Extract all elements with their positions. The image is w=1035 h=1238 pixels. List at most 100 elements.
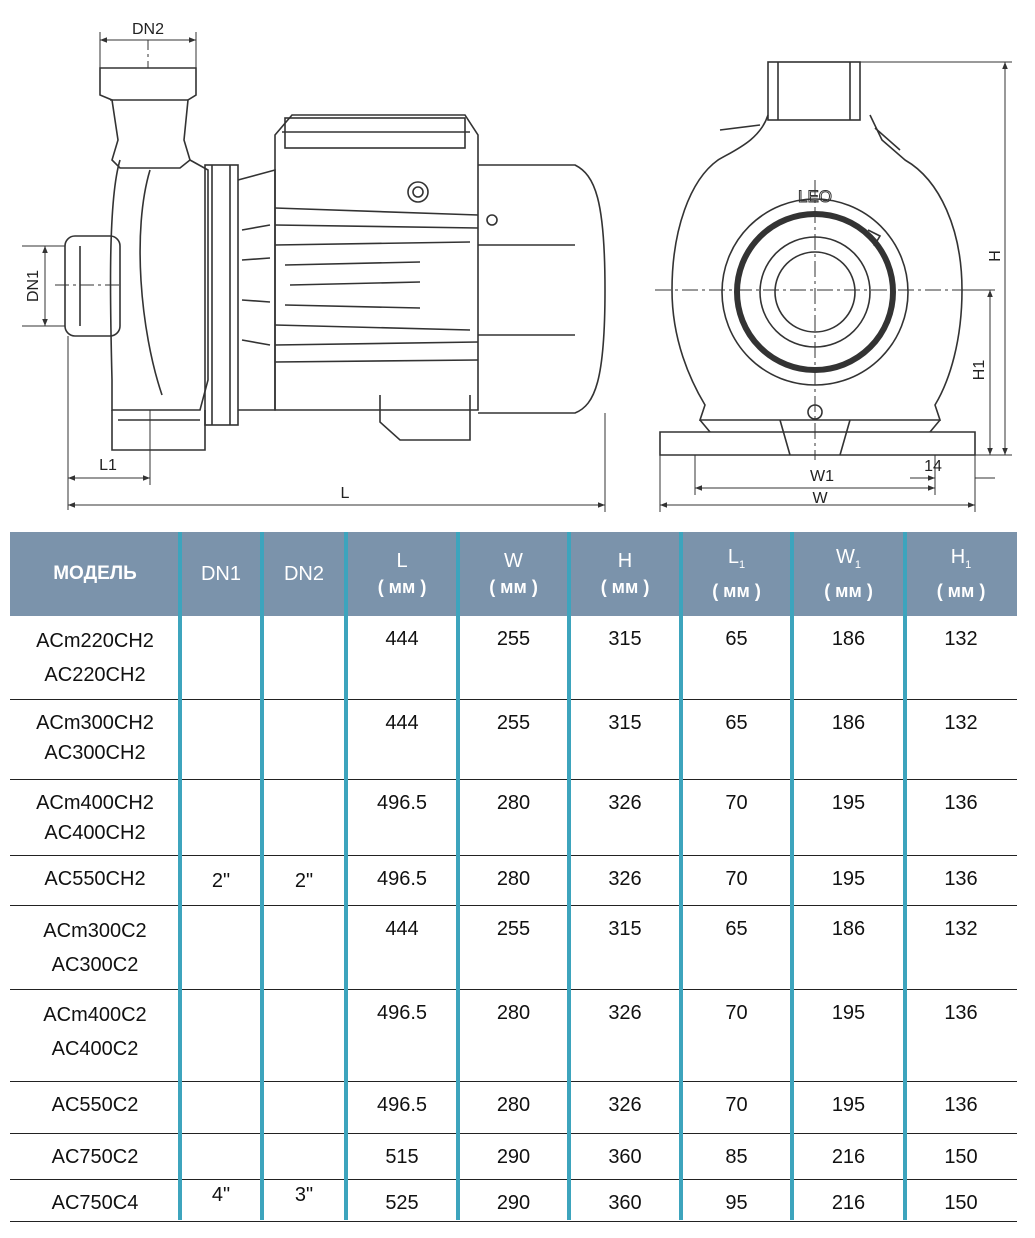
value-cell-l: 525 [385, 1192, 419, 1214]
dn1-merged-cell: 2" [211, 870, 231, 892]
value-cell-l1: 70 [725, 792, 748, 814]
header-w1: W1( мм ) [792, 532, 905, 616]
value-cell-w1: 195 [831, 1002, 866, 1024]
value-cell-w1: 195 [831, 1094, 866, 1116]
value-cell-w1: 216 [831, 1192, 866, 1214]
value-cell-l: 496.5 [376, 1002, 428, 1024]
w1-label: W1 [810, 468, 834, 485]
value-cell-h1: 132 [944, 918, 978, 940]
value-cell-h: 315 [608, 628, 642, 650]
l-label: L [341, 485, 350, 502]
pump-side-view [55, 40, 606, 451]
header-dn1: DN1 [180, 532, 262, 616]
dimensions-table: МОДЕЛЬ DN1 DN2 L( мм ) W( мм ) H( мм ) L… [10, 532, 1017, 1222]
header-w: W( мм ) [458, 532, 569, 616]
row-separator [10, 989, 1017, 990]
w14-label: 14 [924, 458, 942, 475]
value-cell-h1: 136 [944, 868, 978, 890]
model-name: AC400C2 [51, 1038, 139, 1060]
dn2-label: DN2 [132, 21, 164, 38]
row-separator [10, 779, 1017, 780]
value-cell-h1: 136 [944, 1094, 978, 1116]
value-cell-h1: 150 [944, 1192, 978, 1214]
header-model: МОДЕЛЬ [10, 532, 180, 616]
model-name: AC750C4 [51, 1192, 139, 1214]
value-cell-h: 326 [608, 1094, 642, 1116]
h-label: H [987, 250, 1004, 262]
model-name: AC300CH2 [44, 742, 146, 764]
value-cell-w1: 216 [831, 1146, 866, 1168]
row-separator [10, 699, 1017, 700]
column-divider [178, 532, 182, 1220]
value-cell-l: 444 [385, 712, 419, 734]
value-cell-l1: 70 [725, 1094, 748, 1116]
value-cell-h1: 132 [944, 712, 978, 734]
column-divider [679, 532, 683, 1220]
model-name: ACm300C2 [43, 920, 147, 942]
value-cell-w: 255 [496, 712, 531, 734]
value-cell-w: 280 [496, 792, 531, 814]
model-cell: AC550C2 [10, 1090, 180, 1120]
header-l: L( мм ) [346, 532, 458, 616]
brand-logo: LEO [798, 187, 832, 206]
value-cell-l: 496.5 [376, 1094, 428, 1116]
value-cell-h: 315 [608, 918, 642, 940]
model-name: ACm400C2 [43, 1004, 147, 1026]
dimension-lines [22, 32, 1012, 512]
dn1-label: DN1 [25, 270, 42, 302]
column-divider [260, 532, 264, 1220]
row-separator [10, 905, 1017, 906]
value-cell-w: 280 [496, 1002, 531, 1024]
model-name: ACm400CH2 [36, 792, 154, 814]
dn2-last-cell: 3" [294, 1184, 314, 1206]
value-cell-w: 290 [496, 1192, 531, 1214]
value-cell-l: 515 [385, 1146, 419, 1168]
model-cell: AC750C2 [10, 1142, 180, 1172]
column-divider [790, 532, 794, 1220]
row-separator [10, 1221, 1017, 1222]
row-separator [10, 1081, 1017, 1082]
pump-dimension-drawing: DN2 DN1 L1 L H H1 W1 W 14 LEO [22, 21, 1012, 512]
value-cell-w: 280 [496, 1094, 531, 1116]
value-cell-h: 360 [608, 1146, 642, 1168]
header-l1: L1( мм ) [681, 532, 792, 616]
value-cell-w1: 186 [831, 628, 866, 650]
w-label: W [812, 490, 828, 507]
value-cell-w: 255 [496, 628, 531, 650]
header-h1: H1( мм ) [905, 532, 1017, 616]
row-separator [10, 855, 1017, 856]
value-cell-l: 444 [385, 628, 419, 650]
model-name: AC550CH2 [44, 868, 146, 890]
value-cell-w: 255 [496, 918, 531, 940]
value-cell-w1: 195 [831, 792, 866, 814]
column-divider [344, 532, 348, 1220]
value-cell-l: 496.5 [376, 792, 428, 814]
value-cell-h1: 132 [944, 628, 978, 650]
h1-label: H1 [971, 360, 988, 381]
value-cell-l: 496.5 [376, 868, 428, 890]
model-name: AC220CH2 [44, 664, 146, 686]
value-cell-l1: 70 [725, 868, 748, 890]
value-cell-l1: 65 [725, 628, 748, 650]
value-cell-h: 326 [608, 792, 642, 814]
value-cell-l: 444 [385, 918, 419, 940]
value-cell-h: 326 [608, 1002, 642, 1024]
column-divider [903, 532, 907, 1220]
value-cell-h: 360 [608, 1192, 642, 1214]
value-cell-h1: 136 [944, 792, 978, 814]
value-cell-h1: 136 [944, 1002, 978, 1024]
value-cell-w: 280 [496, 868, 531, 890]
pump-front-view [655, 61, 995, 460]
model-name: AC400CH2 [44, 822, 146, 844]
table-row: AC550C2 496.5 280 326 70 195 136 [10, 1082, 1017, 1134]
row-separator [10, 1133, 1017, 1134]
